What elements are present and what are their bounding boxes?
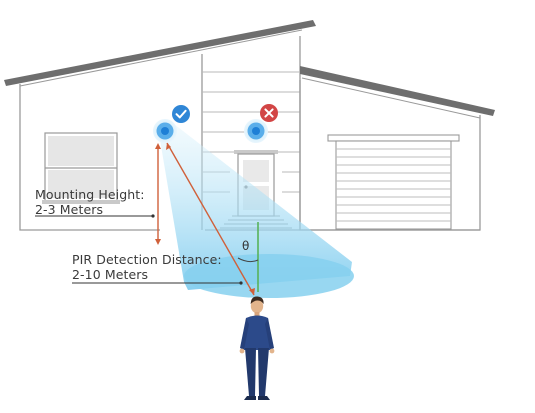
person-figure (239, 296, 275, 400)
window (42, 132, 120, 204)
pir-distance-value: 2-10 Meters (72, 267, 149, 282)
angle-arc (237, 257, 259, 263)
mounting-height-line (155, 143, 161, 245)
house-left-wall (19, 84, 160, 231)
camera-correct (153, 119, 177, 143)
detection-distance-line (166, 142, 255, 296)
pir-detection-cone (158, 124, 354, 298)
main-roof (4, 20, 316, 86)
mounting-height-title: Mounting Height: (35, 187, 145, 202)
mounting-height-value: 2-3 Meters (35, 202, 104, 217)
roof (4, 20, 495, 119)
camera-incorrect (244, 119, 268, 143)
right-roof (300, 66, 495, 116)
label-leaders (35, 214, 243, 285)
cross-icon (260, 104, 278, 122)
checkmark-icon (172, 105, 190, 123)
angle-theta-label: θ (242, 239, 250, 253)
garage-door (327, 134, 460, 230)
pir-distance-title: PIR Detection Distance: (72, 252, 222, 267)
